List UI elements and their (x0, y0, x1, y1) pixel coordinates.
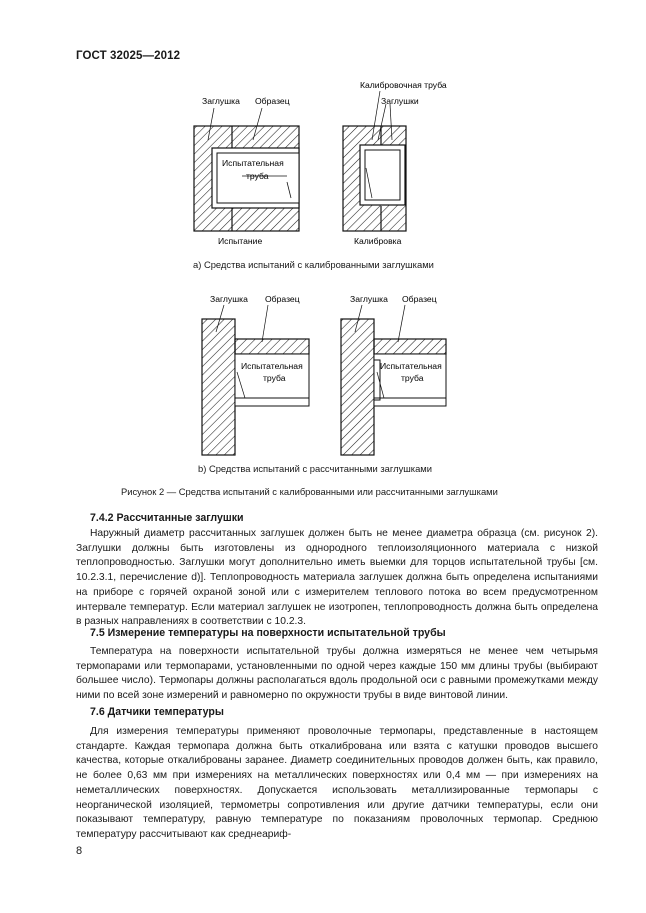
section-7-6-body: Для измерения температуры применяют пров… (76, 725, 598, 843)
figure-b-left-sample-label: Образец (265, 294, 300, 304)
figure-b-left-tube-label-1: Испытательная (241, 361, 303, 371)
figure-b-left-plug-label: Заглушка (210, 294, 248, 304)
section-7-5-heading: 7.5 Измерение температуры на поверхности… (90, 627, 446, 639)
figure-b-right-tube-label-1: Испытательная (380, 361, 442, 371)
section-7-4-2-body: Наружный диаметр рассчитанных заглушек д… (76, 527, 598, 630)
figure-b-right-tube-label-2: труба (401, 373, 424, 383)
figure-a-test-label: Испытание (218, 236, 262, 246)
figure-b-right-plug-label: Заглушка (350, 294, 388, 304)
figure-a-plug-label: Заглушка (202, 96, 240, 106)
figure-caption: Рисунок 2 — Средства испытаний с калибро… (121, 486, 498, 497)
figure-b-right-diagram (340, 304, 447, 456)
figure-b-left-tube-label-2: труба (263, 373, 286, 383)
figure-b-caption: b) Средства испытаний с рассчитанными за… (198, 463, 432, 474)
figure-b-right-sample-label: Образец (402, 294, 437, 304)
figure-a-tube-label-1: Испытательная (222, 158, 284, 168)
figure-a-calibration-diagram (342, 90, 407, 232)
section-7-5-paragraph: Температура на поверхности испытательной… (76, 646, 598, 702)
section-7-4-2-heading: 7.4.2 Рассчитанные заглушки (90, 512, 244, 524)
document-header: ГОСТ 32025—2012 (76, 50, 181, 62)
figure-a-caption: а) Средства испытаний с калиброванными з… (193, 259, 434, 270)
figure-2: Заглушка Образец Испытательная труба Исп… (193, 80, 447, 456)
figure-a-calibration-label: Калибровка (354, 236, 402, 246)
section-7-6-heading: 7.6 Датчики температуры (90, 706, 224, 718)
figure-a-calibration-pipe-label: Калибровочная труба (360, 80, 447, 90)
page-number: 8 (76, 845, 83, 857)
figure-a-test-diagram (193, 107, 300, 232)
figure-a-tube-label-2: труба (246, 171, 269, 181)
figure-a-sample-label: Образец (255, 96, 290, 106)
section-7-5-body: Температура на поверхности испытательной… (76, 645, 598, 704)
section-7-4-2-paragraph: Наружный диаметр рассчитанных заглушек д… (76, 528, 598, 628)
figure-a-plugs-label: Заглушки (381, 96, 419, 106)
figure-b-left-diagram (201, 304, 310, 456)
section-7-6-paragraph: Для измерения температуры применяют пров… (76, 726, 598, 840)
